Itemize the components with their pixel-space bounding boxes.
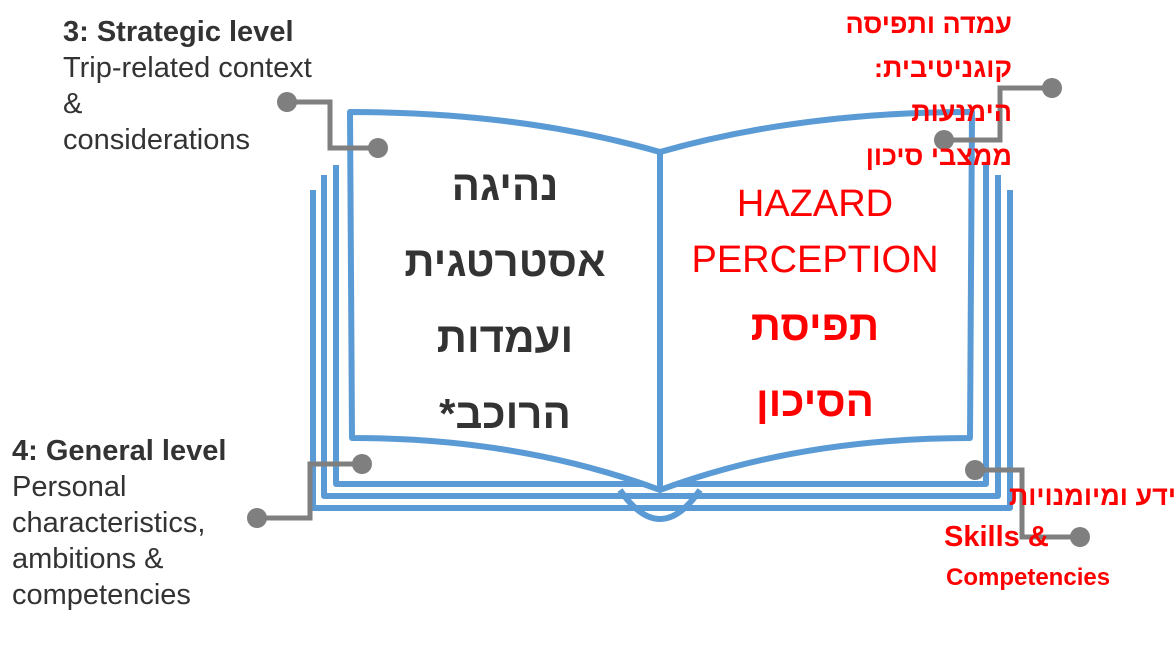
cognitive-attitude-line: הימנעות: [911, 97, 1012, 127]
left-page-line: ועמדות: [436, 314, 574, 361]
general-level-line: ambitions &: [12, 543, 164, 575]
strategic-level-label: 3: Strategic level Trip-related context …: [63, 14, 312, 158]
left-page-text: נהיגה אסטרטגית ועמדות הרוכב*: [360, 148, 650, 452]
strategic-level-line: Trip-related context: [63, 52, 312, 84]
general-level-line: characteristics,: [12, 507, 206, 539]
connector-general: [257, 461, 362, 521]
general-level-line: Personal: [12, 471, 127, 503]
cognitive-attitude-line: ממצבי סיכון: [865, 141, 1012, 171]
connector-dot: [965, 460, 985, 480]
general-level-title: 4: General level: [12, 435, 227, 467]
strategic-level-title: 3: Strategic level: [63, 16, 294, 48]
general-level-line: competencies: [12, 579, 191, 611]
book-back-layer-2: [321, 175, 1001, 499]
right-page-text: HAZARD PERCEPTION תפיסת הסיכון: [670, 176, 960, 440]
connector-dot: [1070, 527, 1090, 547]
connector-dot: [1042, 78, 1062, 98]
connector-top-right: [944, 85, 1052, 143]
book-right-page: [657, 109, 975, 493]
hazard-hebrew-line: הסיכון: [755, 378, 875, 425]
connector-dot: [934, 130, 954, 150]
cognitive-attitude-line: קוגניטיבית:: [874, 53, 1012, 83]
connector-dot: [247, 508, 267, 528]
left-page-line: אסטרטגית: [404, 238, 606, 285]
left-page-line: הרוכב*: [439, 390, 571, 437]
connector-dot: [368, 138, 388, 158]
hazard-line: HAZARD: [736, 183, 894, 225]
connector-bottom-right: [975, 467, 1080, 540]
skills-line: Skills &: [944, 521, 1049, 553]
cognitive-attitude-label: עמדה ותפיסה קוגניטיבית: הימנעות ממצבי סי…: [752, 2, 1012, 178]
connector-dot: [352, 454, 372, 474]
skills-competencies-label: ידע ומיומנויות Skills & Competencies: [940, 476, 1176, 598]
cognitive-attitude-line: עמדה ותפיסה: [845, 9, 1012, 39]
general-level-label: 4: General level Personal characteristic…: [12, 433, 226, 613]
skills-hebrew-line: ידע ומיומנויות: [1008, 481, 1176, 511]
book-back-layer-3: [310, 190, 1013, 511]
strategic-level-line: considerations: [63, 124, 250, 156]
book-spine-ring: [617, 488, 703, 522]
connector-dot: [277, 92, 297, 112]
connector-strategic: [287, 99, 378, 151]
hazard-hebrew-line: תפיסת: [750, 302, 880, 349]
left-page-line: נהיגה: [451, 162, 559, 209]
perception-line: PERCEPTION: [691, 239, 939, 281]
competencies-line: Competencies: [946, 564, 1111, 591]
strategic-level-line: &: [63, 88, 83, 120]
